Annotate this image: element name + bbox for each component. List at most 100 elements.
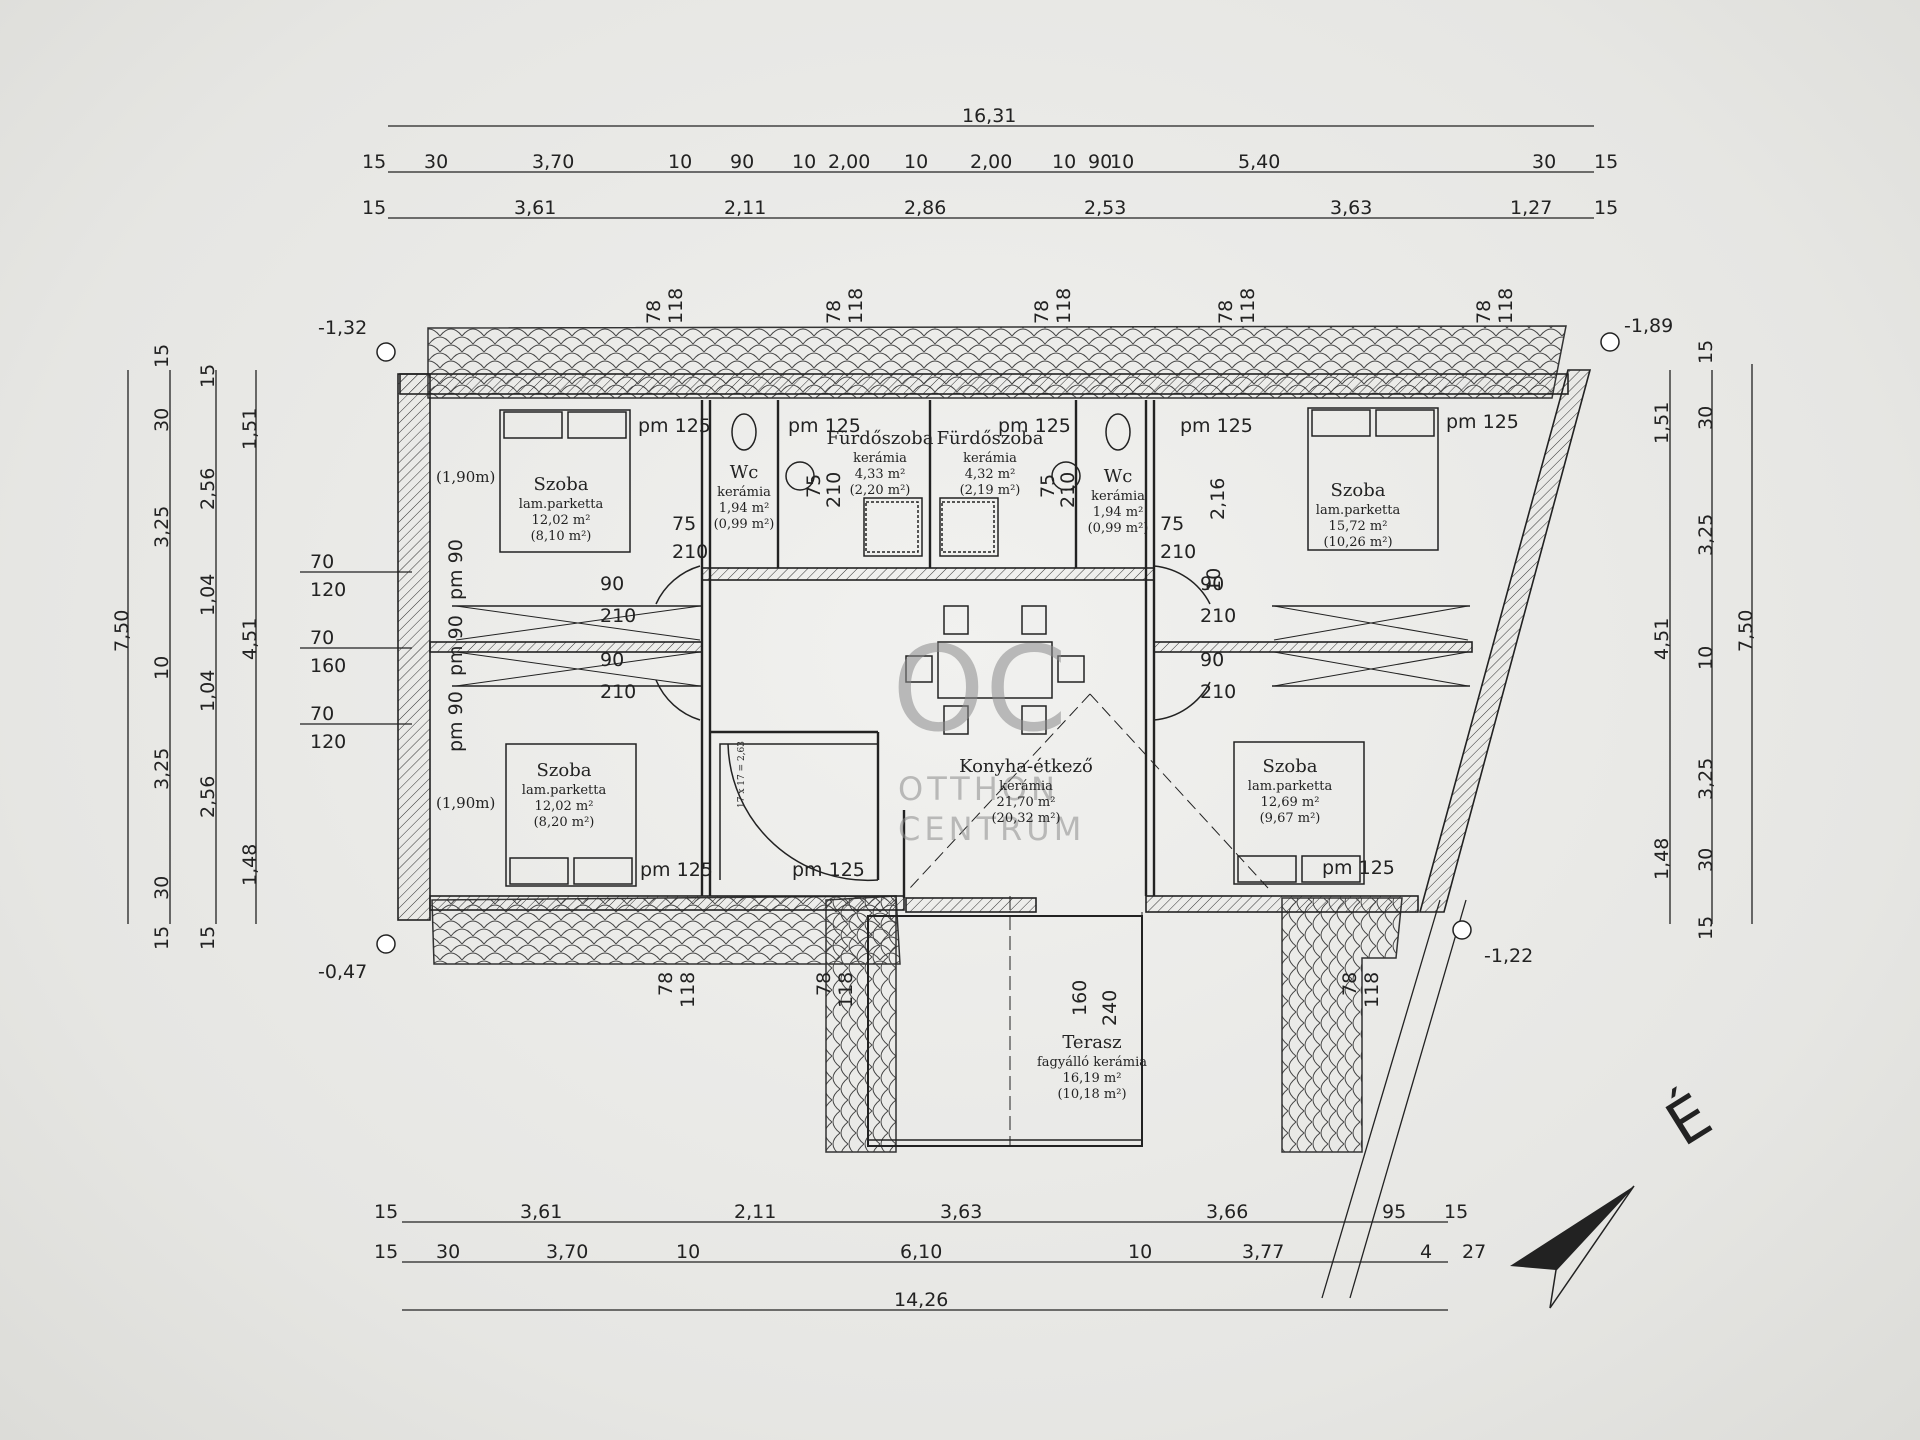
room-name: Wc: [730, 462, 759, 483]
dim-left-inner: 15: [197, 926, 219, 950]
dim-bottom-row2: 6,10: [900, 1241, 942, 1263]
dim-right-inner: 4,51: [1651, 618, 1673, 660]
dim-bottom-row1: 3,63: [940, 1201, 982, 1223]
door-tag-pm125: pm 125: [1180, 415, 1253, 437]
dim-left-mid: 3,25: [151, 748, 173, 790]
room-area-net: (0,99 m²): [1088, 521, 1149, 536]
room-name: Terasz: [1062, 1032, 1121, 1053]
door-tag-pm125: pm 125: [1322, 857, 1395, 879]
dim-right-outer: 7,50: [1735, 610, 1757, 652]
room-floor: kerámia: [999, 779, 1053, 794]
door-tag-pm90: pm 90: [445, 539, 467, 600]
window-tag-118: 118: [845, 288, 867, 324]
left-window-w: 70: [310, 551, 334, 573]
bed-note: (1,90m): [436, 468, 495, 486]
north-label: É: [1653, 1079, 1723, 1160]
room-floor: lam.parketta: [1316, 503, 1401, 518]
dim-top-row2: 2,53: [1084, 197, 1126, 219]
dim-top-row1: 90: [1088, 151, 1112, 173]
dim-top-row2: 1,27: [1510, 197, 1552, 219]
dim-left-far: 1,51: [239, 408, 261, 450]
interior-walls: [700, 400, 1156, 898]
room-floor: fagyálló kerámia: [1037, 1055, 1147, 1070]
dim-top-row1: 3,70: [532, 151, 574, 173]
room-floor: lam.parketta: [1248, 779, 1333, 794]
dim-left-inner: 15: [197, 364, 219, 388]
window-tag-118: 118: [1495, 288, 1517, 324]
door-tag-75: 75: [803, 474, 825, 498]
dim-top-row1: 30: [424, 151, 448, 173]
door-tag-75: 75: [1160, 513, 1184, 535]
bed-note: (1,90m): [436, 794, 495, 812]
dim-left-far: 1,48: [239, 844, 261, 886]
room-floor: lam.parketta: [519, 497, 604, 512]
dimension-lines: [127, 125, 1753, 1311]
room-area: 15,72 m²: [1329, 519, 1388, 534]
window-tag-118: 118: [1053, 288, 1075, 324]
dim-left-mid: 30: [151, 408, 173, 432]
dim-top-row1: 5,40: [1238, 151, 1280, 173]
dim-left-mid: 30: [151, 876, 173, 900]
exterior-walls: [397, 369, 1592, 921]
dim-bottom-row1: 15: [374, 1201, 398, 1223]
room-area-net: (2,19 m²): [960, 483, 1021, 498]
window-tag-78: 78: [813, 972, 835, 996]
door-tag-90: 90: [600, 649, 624, 671]
dim-left-inner: 2,56: [197, 468, 219, 510]
window-tag-118: 118: [835, 972, 857, 1008]
door-tag-pm125: pm 125: [640, 859, 713, 881]
door-tag-pm125: pm 125: [638, 415, 711, 437]
dim-right-mid: 3,25: [1695, 514, 1717, 556]
door-tag-pm125: pm 125: [1446, 411, 1519, 433]
room-area: 21,70 m²: [997, 795, 1056, 810]
dim-right-mid: 10: [1695, 646, 1717, 670]
room-area-net: (10,18 m²): [1057, 1087, 1126, 1102]
dim-left-mid: 15: [151, 926, 173, 950]
room-name: Szoba: [534, 474, 589, 495]
window-tag-118: 118: [665, 288, 687, 324]
dim-left-far: 4,51: [239, 618, 261, 660]
level-bottom-left: -0,47: [318, 961, 367, 983]
terrace-door-w: 160: [1069, 980, 1091, 1016]
dim-right-mid: 15: [1695, 340, 1717, 364]
room-area: 4,33 m²: [855, 467, 906, 482]
dim-top-row2: 3,63: [1330, 197, 1372, 219]
dim-top-row2: 2,86: [904, 197, 946, 219]
door-tag-90: 90: [600, 573, 624, 595]
dim-bottom-row1: 3,61: [520, 1201, 562, 1223]
room-name: Szoba: [1331, 480, 1386, 501]
dim-top-row2: 15: [362, 197, 386, 219]
door-tag-pm125: pm 125: [788, 415, 861, 437]
dim-right-inner: 1,51: [1651, 402, 1673, 444]
room-name: Fürdőszoba: [827, 428, 934, 449]
dim-bottom-row2: 3,70: [546, 1241, 588, 1263]
north-line: [1321, 899, 1467, 1299]
window-tag-118: 118: [1361, 972, 1383, 1008]
room-area-net: (2,20 m²): [850, 483, 911, 498]
door-tag-210: 210: [1200, 681, 1236, 703]
door-tag-216: 2,16: [1207, 478, 1229, 520]
dim-top-row1: 15: [362, 151, 386, 173]
room-area-net: (10,26 m²): [1323, 535, 1392, 550]
door-tag-210: 210: [600, 681, 636, 703]
door-tag-210: 210: [1200, 605, 1236, 627]
door-tag-pm90: pm 90: [445, 615, 467, 676]
dim-bottom-row1: 2,11: [734, 1201, 776, 1223]
dim-top-row1: 10: [904, 151, 928, 173]
dim-right-inner: 1,48: [1651, 838, 1673, 880]
door-tag-210: 210: [823, 472, 845, 508]
dim-right-mid: 30: [1695, 406, 1717, 430]
dim-bottom-row2: 10: [676, 1241, 700, 1263]
dim-left-inner: 1,04: [197, 670, 219, 712]
dim-bottom-row1: 95: [1382, 1201, 1406, 1223]
room-floor: lam.parketta: [522, 783, 607, 798]
left-window-h: 120: [310, 731, 346, 753]
dim-left-outer: 7,50: [111, 610, 133, 652]
dim-bottom-row2: 10: [1128, 1241, 1152, 1263]
dim-top-row1: 2,00: [970, 151, 1012, 173]
room-area: 4,32 m²: [965, 467, 1016, 482]
window-tag-78: 78: [823, 300, 845, 324]
door-tag-pm90: pm 90: [445, 691, 467, 752]
